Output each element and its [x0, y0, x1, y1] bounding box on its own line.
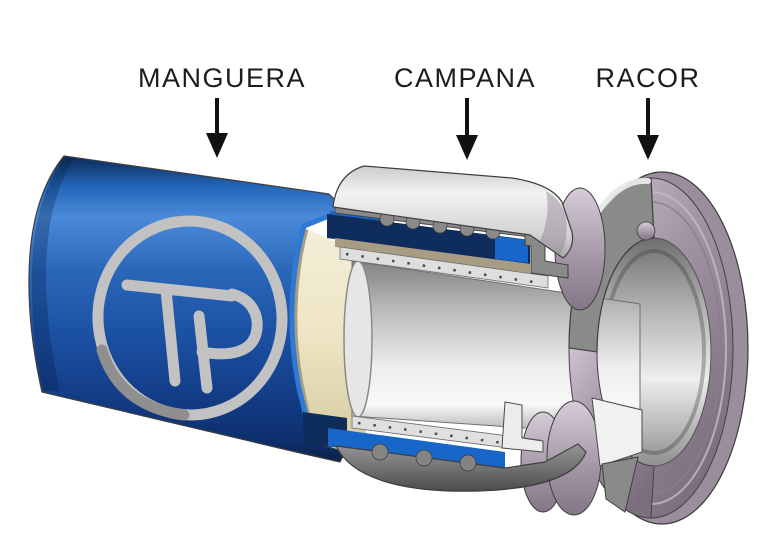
top-lip-serrations — [345, 252, 541, 285]
stem-end-ring — [343, 260, 373, 418]
label-campana: CAMPANA — [394, 63, 536, 93]
manguera-arrow-icon — [206, 98, 228, 158]
hose-end-cap-shade — [32, 157, 74, 391]
top-inner-lip — [339, 246, 549, 289]
top-shell-outer — [332, 165, 574, 259]
neck-cut-wedge-gray — [601, 456, 639, 513]
callouts: MANGUERA CAMPANA RACOR — [138, 63, 700, 160]
hose-manguera — [28, 155, 346, 463]
tp-logo-letter-t-stem — [160, 284, 181, 387]
top-shell-right-shading — [540, 191, 567, 255]
racor-neck — [520, 187, 643, 516]
tooth — [415, 449, 433, 467]
label-manguera: MANGUERA — [138, 63, 306, 93]
campana-arrow-icon — [456, 98, 478, 160]
top-tan-layer — [335, 238, 530, 273]
campana-bottom-shell — [335, 401, 587, 492]
racor-arrow-icon — [637, 98, 659, 160]
top-navy-cut-face — [327, 214, 530, 264]
top-blue-wedge — [495, 236, 528, 263]
tooth — [371, 443, 389, 461]
hose-cut-edge-highlight — [289, 208, 342, 442]
bottom-shell-step — [501, 401, 544, 453]
label-racor: RACOR — [595, 63, 700, 93]
flange-clamp-notch — [636, 221, 656, 241]
bottom-shell-outer — [335, 443, 587, 492]
tp-logo-circle — [92, 215, 288, 421]
tp-logo-letter-t-bar — [121, 279, 238, 302]
neck-cut-face-white — [591, 397, 643, 467]
tp-logo-circle-shadow — [96, 344, 190, 421]
campana-bottom-teeth — [371, 443, 477, 472]
tp-logo — [92, 215, 288, 421]
tooth — [459, 454, 477, 472]
racor-stem — [343, 260, 641, 437]
tp-logo-letter-p-bowl — [196, 288, 263, 360]
campana-top-shell — [332, 165, 574, 259]
